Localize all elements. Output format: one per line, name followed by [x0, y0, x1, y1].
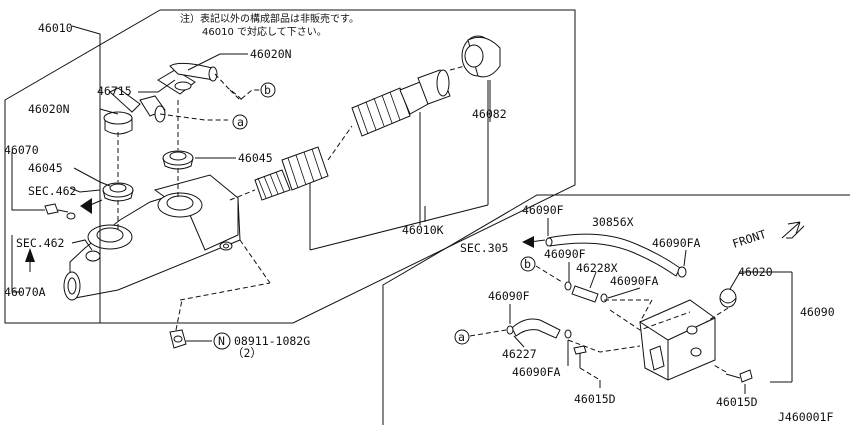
bracket-46010k [309, 80, 489, 251]
section-ref-305: SEC.305 [460, 241, 508, 255]
grommet-left [102, 182, 134, 202]
assembly-line [179, 282, 271, 301]
section-ref-462: SEC.462 [28, 184, 76, 198]
part-label-46227: 46227 [502, 347, 537, 361]
bolt-46070 [44, 203, 76, 220]
part-label-46090fa: 46090FA [610, 274, 659, 288]
part-label-46015d: 46015D [574, 392, 616, 406]
part-label-46090: 46090 [800, 305, 835, 319]
front-label: FRONT [731, 227, 768, 251]
ref-a-circle [232, 114, 248, 130]
part-label-46045: 46045 [238, 151, 273, 165]
assembly-line [535, 265, 563, 283]
clamp [677, 266, 687, 278]
ref-b-letter: b [264, 83, 271, 97]
part-label-46020: 46020 [738, 265, 773, 279]
part-label-46015d: 46015D [716, 395, 758, 409]
assembly-line [711, 363, 727, 373]
assembly-line [567, 339, 641, 353]
assembly-line [705, 307, 729, 323]
bolt-quantity: （2） [232, 346, 262, 360]
arrow-icon [25, 248, 35, 262]
ref-a-letter: a [237, 115, 244, 129]
note-line-2: 46010 で対応して下さい。 [202, 25, 327, 38]
part-label-46010: 46010 [38, 21, 73, 35]
reservoir-cap [719, 288, 737, 308]
clamp [545, 237, 553, 247]
assembly-line [604, 299, 653, 323]
hose-46227 [511, 318, 561, 339]
screw-46015d-left [573, 345, 587, 368]
assembly-line [229, 89, 261, 101]
arrow-icon [80, 198, 92, 214]
assembly-line [159, 113, 228, 121]
ref-n-circle [213, 332, 231, 350]
ref-n-letter: N [218, 334, 225, 348]
ref-b-letter: b [524, 257, 531, 271]
assembly-line [609, 309, 691, 331]
part-label-46090fa: 46090FA [512, 365, 561, 379]
reservoir-nipples [103, 62, 218, 135]
clamp [564, 329, 572, 339]
part-label-46070a: 46070A [4, 285, 46, 299]
assembly-frame [4, 9, 576, 324]
diagram-code: J460001F [778, 410, 833, 424]
part-label-46090fa: 46090FA [652, 236, 701, 250]
bolt-08911-1082g [169, 299, 187, 349]
ref-a-letter: a [458, 330, 465, 344]
assembly-line [469, 329, 507, 337]
section-ref-462: SEC.462 [16, 236, 64, 250]
part-label-46715: 46715 [97, 84, 132, 98]
assembly-line [239, 239, 271, 284]
part-label-46045: 46045 [28, 161, 63, 175]
bolt-part-number: 08911-1082G [234, 334, 310, 348]
part-label-46090f: 46090F [522, 203, 564, 217]
leader-lines-assembly [11, 25, 491, 342]
piston-spring-assembly [229, 69, 451, 201]
assembly-line [579, 367, 601, 381]
part-label-46090f: 46090F [544, 247, 586, 261]
clamp [506, 325, 514, 335]
reservoir-tank [639, 299, 716, 381]
assembly-line [449, 65, 466, 71]
assembly-line [327, 125, 353, 161]
part-label-46228x: 46228X [576, 261, 618, 275]
screw-46015d-right [725, 369, 753, 383]
part-label-30856x: 30856X [592, 215, 634, 229]
assembly-line [229, 189, 256, 201]
ref-a-circle [454, 329, 470, 345]
ref-b-circle [520, 256, 536, 272]
arrow-icon [529, 239, 546, 243]
grommet-right [162, 150, 194, 170]
part-label-46010k: 46010K [402, 223, 444, 237]
hose-46228x [571, 285, 599, 303]
assembly-line [175, 299, 183, 331]
part-label-46020n: 46020N [250, 47, 292, 61]
note-line-1: 注）表記以外の構成部品は非販売です。 [180, 12, 359, 25]
dust-boot [449, 35, 501, 78]
ref-b-circle [260, 82, 276, 98]
part-label-46090f: 46090F [488, 289, 530, 303]
reservoir-frame [382, 194, 850, 425]
clamp [564, 281, 572, 291]
part-label-46020n: 46020N [28, 102, 70, 116]
front-arrow-icon [781, 221, 805, 239]
assembly-line [214, 73, 243, 101]
leader-lines-reservoir [509, 218, 793, 394]
clamp [600, 293, 608, 303]
part-label-46070: 46070 [4, 143, 39, 157]
hose-30856x [547, 233, 681, 277]
master-cylinder-body [63, 174, 241, 301]
arrow-icon [522, 236, 534, 248]
part-label-46082: 46082 [472, 107, 507, 121]
